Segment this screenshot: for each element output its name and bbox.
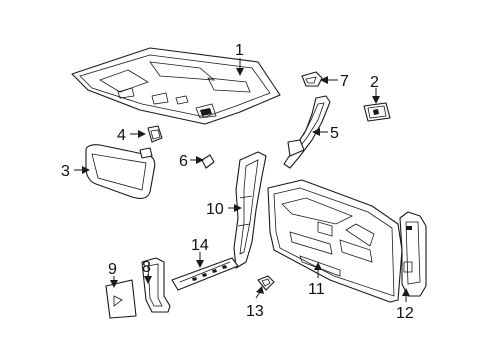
- part-4-clip: [147, 125, 163, 143]
- part-11-rear-panel: [267, 179, 403, 303]
- callout-13: 13: [246, 303, 264, 320]
- part-3-sun-visor: [85, 144, 156, 199]
- part-5-pillar-trim: [283, 95, 331, 169]
- part-12-quarter-trim: [399, 211, 427, 297]
- callout-8: 8: [142, 259, 151, 276]
- part-1-headliner: [71, 47, 281, 125]
- callout-9: 9: [108, 261, 117, 278]
- callout-12: 12: [396, 305, 414, 322]
- part-13-clip: [257, 275, 275, 291]
- callout-14: 14: [191, 237, 209, 254]
- callout-3: 3: [61, 163, 70, 180]
- leader-lines: [74, 58, 410, 302]
- callout-7: 7: [340, 73, 349, 90]
- callout-1: 1: [235, 42, 244, 59]
- callout-4: 4: [117, 127, 126, 144]
- part-10-b-pillar-trim: [233, 151, 267, 269]
- callout-10: 10: [206, 201, 224, 218]
- part-7-hook: [301, 71, 323, 87]
- callout-11: 11: [308, 281, 325, 298]
- part-2-switch: [363, 102, 391, 122]
- part-14-scuff-plate: [171, 257, 239, 291]
- part-6-pin: [201, 154, 215, 169]
- callout-2: 2: [370, 74, 379, 91]
- callout-6: 6: [179, 153, 188, 170]
- part-9-bracket: [105, 279, 137, 319]
- callout-5: 5: [330, 125, 339, 142]
- part-8-lower-trim: [141, 257, 171, 313]
